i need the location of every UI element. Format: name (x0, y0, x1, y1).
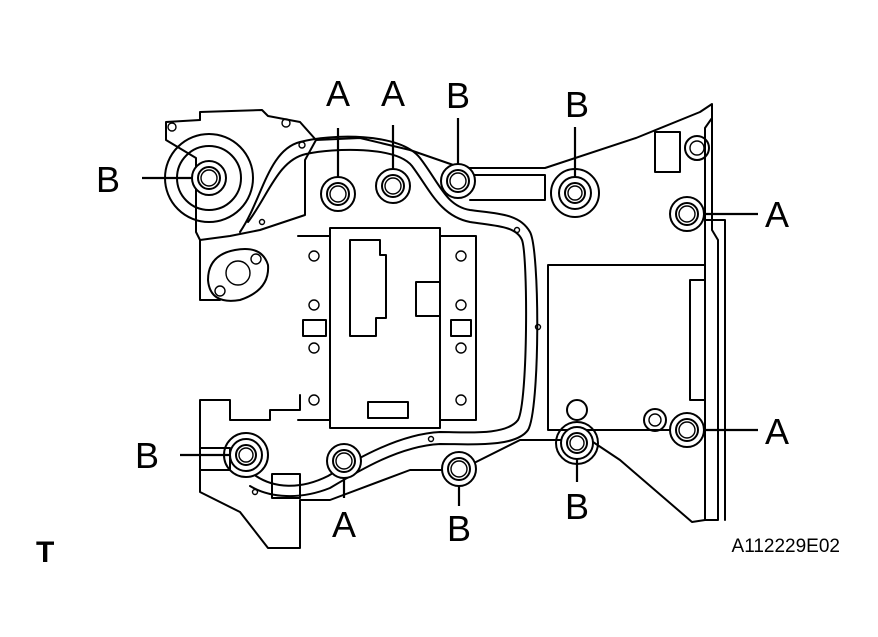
callout-top-b-1: B (446, 75, 470, 116)
callout-left-b-lower: B (135, 435, 159, 476)
figure-code: A112229E02 (732, 536, 840, 557)
bolt-left-b-upper (191, 160, 227, 196)
callout-bottom-b-1: B (447, 508, 471, 549)
bolt-top-b-2 (550, 168, 600, 218)
callout-top-a-1: A (326, 73, 350, 114)
callout-top-b-2: B (565, 84, 589, 125)
callout-right-a-lower: A (765, 411, 789, 452)
bolt-top-b-1 (440, 163, 476, 199)
leader-lines (142, 118, 758, 506)
callout-bottom-b-2: B (565, 486, 589, 527)
bolt-top-a-2 (375, 168, 411, 204)
bolt-left-b-lower (223, 432, 269, 478)
bolt-bottom-a (326, 443, 362, 479)
callout-labels: A A B B B A A B A B B (96, 73, 789, 549)
bolt-bottom-b-2 (555, 421, 599, 465)
center-baffle (297, 227, 477, 429)
callout-top-a-2: A (381, 73, 405, 114)
gasket-bead (239, 135, 542, 497)
callout-bottom-a: A (332, 504, 356, 545)
bolt-bottom-b-1 (441, 451, 477, 487)
callout-left-b-upper: B (96, 159, 120, 200)
bolt-top-a-1 (320, 176, 356, 212)
corner-mark: T (36, 536, 54, 569)
bolt-right-a-lower (669, 412, 705, 448)
bolt-right-a-upper (669, 196, 705, 232)
callout-right-a-upper: A (765, 194, 789, 235)
